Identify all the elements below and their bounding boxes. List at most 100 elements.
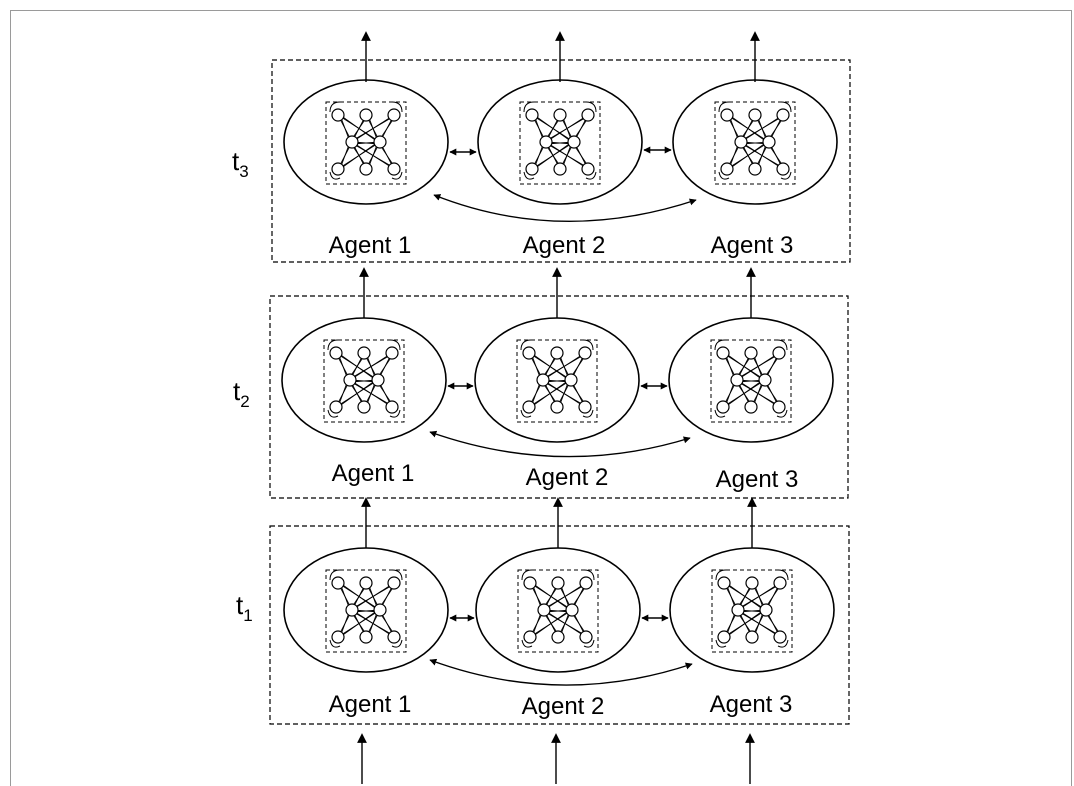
network-neuron	[387, 162, 401, 176]
network-neuron	[373, 603, 387, 617]
neural-network-icon	[325, 101, 407, 185]
neural-network-icon	[711, 569, 793, 653]
network-neuron	[331, 576, 345, 590]
recurrent-loop	[780, 101, 792, 113]
network-neuron	[772, 346, 786, 360]
network-neuron	[744, 400, 758, 414]
recurrent-loop	[327, 409, 339, 418]
network-neuron	[523, 576, 537, 590]
network-neuron	[385, 400, 399, 414]
network-neuron	[387, 576, 401, 590]
time-step-row: t3 Agent 1 Agent 2 Agent 3	[232, 31, 851, 263]
network-neuron	[720, 162, 734, 176]
recurrent-loop	[389, 409, 401, 418]
network-neuron	[359, 576, 373, 590]
network-neuron	[758, 373, 772, 387]
network-neuron	[345, 603, 359, 617]
network-enclosure	[710, 339, 792, 423]
recurrent-loop	[715, 569, 727, 581]
agent-node	[474, 317, 640, 443]
network-neuron	[537, 603, 551, 617]
recurrent-loop	[523, 171, 535, 180]
network-neuron	[371, 373, 385, 387]
agent-label: Agent 3	[710, 691, 793, 718]
recurrent-loop	[583, 639, 595, 648]
curved-link	[429, 430, 691, 458]
agent-label: Agent 2	[526, 464, 609, 491]
network-neuron	[536, 373, 550, 387]
network-enclosure	[711, 569, 793, 653]
agent-node	[281, 317, 447, 443]
network-neuron	[329, 346, 343, 360]
recurrent-loop	[776, 339, 788, 351]
network-neuron	[717, 576, 731, 590]
recurrent-loop	[391, 171, 403, 180]
agent-node	[283, 79, 449, 205]
time-step-row: t1 Agent 1 Agent 2 Agent 3	[236, 497, 850, 725]
recurrent-loop	[391, 569, 403, 581]
network-neuron	[550, 400, 564, 414]
recurrent-loop	[391, 101, 403, 113]
recurrent-loop	[389, 339, 401, 351]
network-neuron	[731, 603, 745, 617]
network-neuron	[581, 108, 595, 122]
network-neuron	[329, 400, 343, 414]
neural-network-icon	[517, 569, 599, 653]
figure-frame	[10, 10, 1072, 786]
curved-link	[429, 658, 693, 686]
network-neuron	[565, 603, 579, 617]
recurrent-loop	[715, 639, 727, 648]
recurrent-loop	[523, 101, 535, 113]
recurrent-loop	[714, 339, 726, 351]
network-neuron	[525, 162, 539, 176]
recurrent-loop	[777, 569, 789, 581]
network-neuron	[744, 346, 758, 360]
agent-node	[669, 547, 835, 673]
network-neuron	[748, 162, 762, 176]
time-step-label: t2	[233, 376, 250, 411]
recurrent-loop	[718, 101, 730, 113]
agent-node	[672, 79, 838, 205]
recurrent-loop	[776, 409, 788, 418]
recurrent-loop	[714, 409, 726, 418]
network-neuron	[385, 346, 399, 360]
network-neuron	[579, 576, 593, 590]
time-step-label: t3	[232, 146, 249, 181]
agent-label: Agent 1	[329, 691, 412, 718]
network-neuron	[772, 400, 786, 414]
agent-label: Agent 3	[711, 232, 794, 259]
network-neuron	[373, 135, 387, 149]
network-neuron	[539, 135, 553, 149]
network-enclosure	[714, 101, 796, 185]
recurrent-loop	[585, 101, 597, 113]
network-enclosure	[516, 339, 598, 423]
network-neuron	[745, 630, 759, 644]
network-enclosure	[519, 101, 601, 185]
network-neuron	[759, 603, 773, 617]
network-neuron	[387, 630, 401, 644]
recurrent-loop	[329, 639, 341, 648]
network-neuron	[567, 135, 581, 149]
agent-node	[477, 79, 643, 205]
network-neuron	[553, 108, 567, 122]
recurrent-loop	[329, 569, 341, 581]
network-neuron	[564, 373, 578, 387]
network-neuron	[773, 630, 787, 644]
network-neuron	[523, 630, 537, 644]
network-neuron	[525, 108, 539, 122]
network-neuron	[522, 346, 536, 360]
network-neuron	[551, 576, 565, 590]
network-neuron	[734, 135, 748, 149]
agent-label: Agent 1	[332, 460, 415, 487]
network-neuron	[748, 108, 762, 122]
recurrent-loop	[583, 569, 595, 581]
recurrent-loop	[520, 409, 532, 418]
recurrent-loop	[391, 639, 403, 648]
network-neuron	[578, 400, 592, 414]
network-neuron	[331, 108, 345, 122]
network-neuron	[745, 576, 759, 590]
network-neuron	[730, 373, 744, 387]
network-neuron	[359, 630, 373, 644]
recurrent-loop	[329, 101, 341, 113]
time-step-box	[271, 59, 851, 263]
